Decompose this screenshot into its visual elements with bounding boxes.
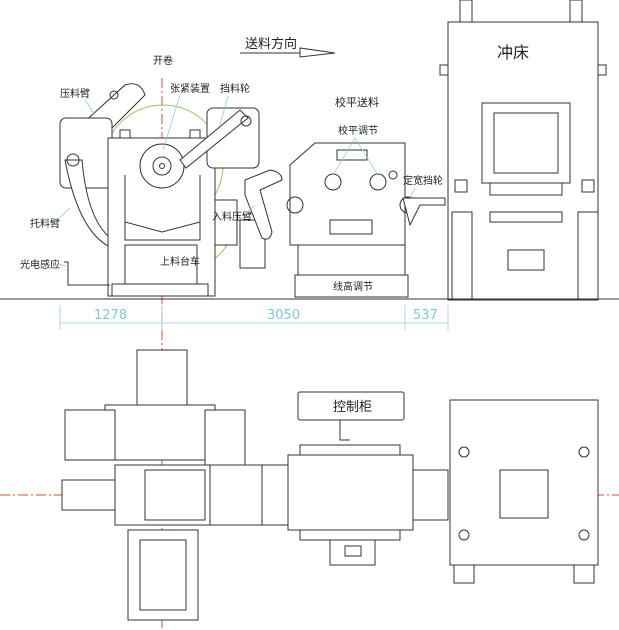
top-view: 控制柜: [0, 330, 619, 630]
width-guide-wheel-label: 定宽挡轮: [403, 174, 443, 187]
control-cabinet-label: 控制柜: [333, 400, 372, 415]
photo-sensor-label: 光电感应: [20, 258, 60, 271]
inlet-press-arm: [244, 169, 283, 240]
dimension-3050: 3050: [267, 308, 300, 323]
feed-direction-label: 送料方向: [245, 36, 297, 52]
side-view: 送料方向 开卷: [0, 0, 619, 345]
dimension-1278: 1278: [94, 308, 127, 323]
uncoiler-body: [107, 129, 216, 297]
feed-direction-arrow-icon: [240, 47, 336, 58]
leveling-adjust-label: 校平调节: [338, 124, 378, 137]
leveler-feeder-label: 校平送料: [335, 95, 379, 109]
inlet-press-arm-label: 入料压臂: [212, 210, 252, 223]
press-label: 冲床: [497, 43, 529, 62]
loading-cart-label: 上料台车: [160, 255, 200, 268]
uncoiler-label: 开卷: [153, 54, 173, 67]
leveler-feeder: [286, 142, 446, 298]
stop-wheel-assembly: [179, 107, 266, 269]
line-height-adjust-label: 线高调节: [333, 280, 373, 293]
tension-device-label: 张紧装置: [170, 82, 210, 95]
support-arm-label: 托料臂: [30, 217, 60, 230]
press-arm-label: 压料臂: [60, 87, 90, 100]
dimension-537: 537: [413, 308, 438, 323]
dimension-line: 1278 3050 537: [59, 305, 449, 330]
press-side-view: [439, 0, 607, 301]
stop-wheel-label: 挡料轮: [220, 82, 250, 95]
control-cabinet: [297, 391, 405, 421]
